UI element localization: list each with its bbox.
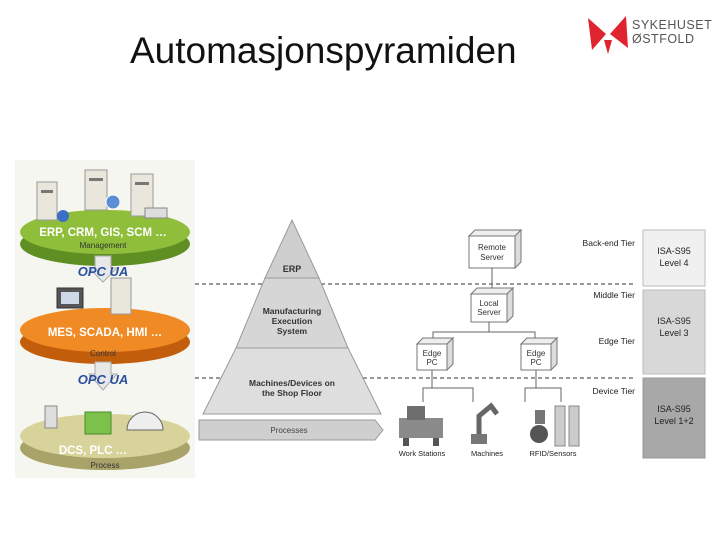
middle-tier-label: Middle Tier	[593, 290, 635, 300]
local-server-line-2: Server	[477, 308, 501, 317]
isa-level-1-2-box: ISA-S95 Level 1+2	[642, 377, 706, 459]
keyboard-icon	[144, 207, 168, 219]
management-layer: ERP, CRM, GIS, SCM … Management	[20, 169, 190, 266]
edge-pc-box-1: Edge PC	[415, 336, 455, 372]
logo-wordmark: SYKEHUSET ØSTFOLD	[632, 18, 712, 46]
isa-level-4-line-1: ISA-S95	[657, 246, 691, 256]
logo-line-2: ØSTFOLD	[632, 32, 695, 46]
opc-ua-label-1: OPC UA	[78, 264, 129, 279]
isa-level-1-2-line-1: ISA-S95	[657, 404, 691, 414]
backend-tier-label: Back-end Tier	[583, 238, 636, 248]
rfid-sensor-icon	[530, 405, 580, 447]
sykehuset-logo-icon	[588, 16, 628, 54]
opc-ua-connector-2: OPC UA	[78, 361, 129, 391]
isa-level-3-line-1: ISA-S95	[657, 316, 691, 326]
local-server-line-1: Local	[479, 299, 498, 308]
server-icon	[36, 169, 154, 221]
connector-line	[432, 322, 490, 342]
pyramid-middle-label-2: Execution	[272, 316, 313, 326]
process-layer: DCS, PLC … Process	[20, 405, 190, 470]
isa-level-4-line-2: Level 4	[659, 258, 688, 268]
pyramid-bottom-label-1: Machines/Devices on	[249, 378, 335, 388]
management-layer-sublabel: Management	[80, 241, 127, 250]
robot-arm-icon	[471, 402, 499, 444]
pyramid-middle-label-1: Manufacturing	[263, 306, 322, 316]
pyramid-top-label: ERP	[283, 264, 302, 274]
pyramid-middle-label-3: System	[277, 326, 308, 336]
process-layer-sublabel: Process	[91, 461, 120, 470]
isa-level-3-box: ISA-S95 Level 3	[642, 289, 706, 375]
isa-level-3-line-2: Level 3	[659, 328, 688, 338]
server-icon	[110, 277, 132, 315]
control-layer-label: MES, SCADA, HMI …	[48, 327, 162, 339]
processes-label: Processes	[270, 426, 307, 435]
connector-line	[524, 370, 537, 402]
process-layer-label: DCS, PLC …	[59, 445, 127, 457]
pyramid-bottom-label-2: the Shop Floor	[262, 388, 323, 398]
opc-ua-label-2: OPC UA	[78, 372, 129, 387]
remote-server-box: Remote Server	[467, 228, 523, 270]
slide-title: Automasjonspyramiden	[130, 30, 517, 71]
connector-line	[422, 370, 433, 402]
processes-arrow	[198, 419, 384, 441]
edge-tier-label: Edge Tier	[599, 336, 636, 346]
device-tier-label: Device Tier	[592, 386, 635, 396]
device-icon	[44, 405, 58, 429]
control-layer: MES, SCADA, HMI … Control	[20, 277, 190, 364]
gauge-icon	[126, 411, 164, 431]
work-stations-label: Work Stations	[399, 449, 446, 458]
user-icon	[57, 210, 69, 222]
logo-line-1: SYKEHUSET	[632, 18, 713, 32]
edge-pc-1-line-2: PC	[426, 358, 437, 367]
connector-line	[536, 387, 562, 402]
edge-pc-2-line-2: PC	[530, 358, 541, 367]
remote-server-line-1: Remote	[478, 243, 507, 252]
automation-layer-stack: ERP, CRM, GIS, SCM … Management OPC UA M…	[15, 160, 195, 478]
opc-ua-connector-1: OPC UA	[78, 255, 129, 283]
isa-level-4-box: ISA-S95 Level 4	[642, 229, 706, 287]
automation-pyramid: ERP Manufacturing Execution System Machi…	[198, 218, 384, 441]
rfid-sensors-label: RFID/Sensors	[529, 449, 576, 458]
edge-pc-2-line-1: Edge	[527, 349, 546, 358]
management-layer-label: ERP, CRM, GIS, SCM …	[39, 227, 167, 239]
isa-level-1-2-line-2: Level 1+2	[654, 416, 693, 426]
globe-icon	[105, 194, 121, 210]
plc-icon	[84, 411, 112, 435]
connector-line	[432, 387, 474, 402]
remote-server-line-2: Server	[480, 253, 504, 262]
machines-label: Machines	[471, 449, 503, 458]
local-server-box: Local Server	[469, 286, 515, 324]
control-layer-sublabel: Control	[90, 349, 116, 358]
isa95-tier-diagram: ERP Manufacturing Execution System Machi…	[195, 218, 706, 459]
edge-pc-1-line-1: Edge	[423, 349, 442, 358]
edge-pc-box-2: Edge PC	[519, 336, 559, 372]
work-station-icon	[399, 406, 443, 446]
